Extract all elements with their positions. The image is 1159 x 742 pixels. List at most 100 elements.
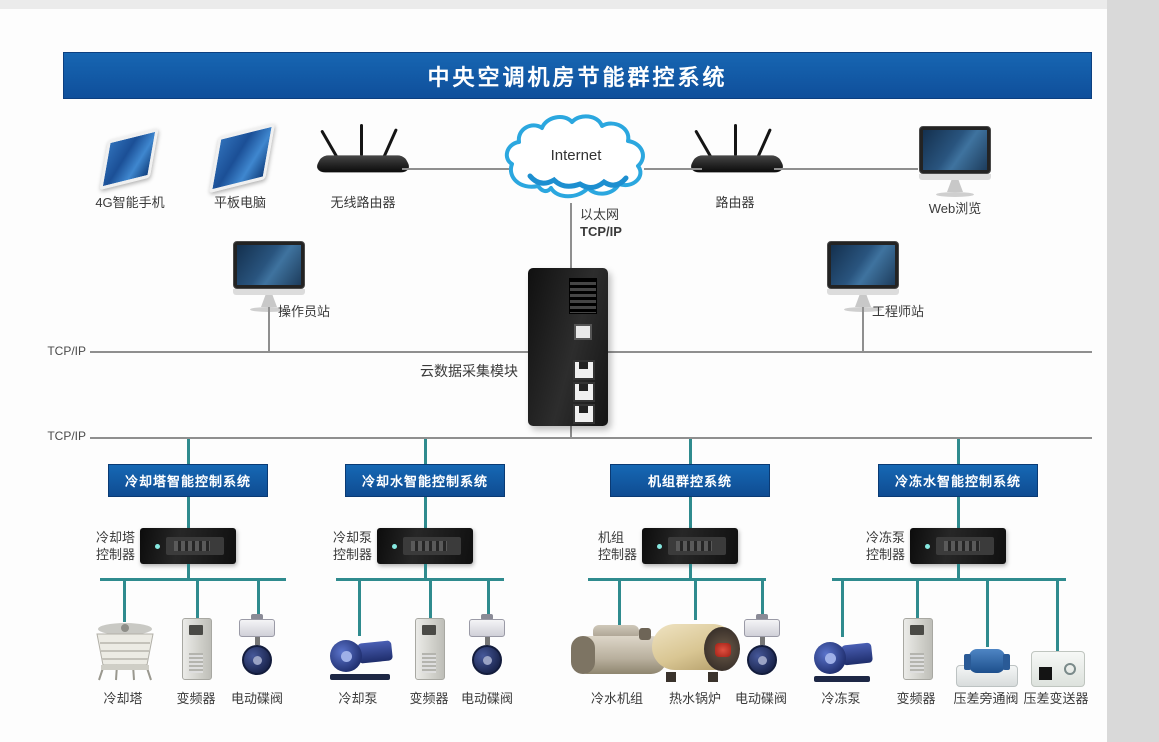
device-label: 电动碟阀	[460, 691, 513, 706]
field-bus	[100, 578, 286, 581]
subsystem2-header: 冷却水智能控制系统	[345, 464, 505, 497]
controller3-line2: 控制器	[598, 547, 638, 562]
device-label: 压差变送器	[1023, 691, 1089, 706]
connector-line	[187, 564, 190, 578]
controller2-line2: 控制器	[333, 547, 373, 562]
connector-line	[689, 497, 692, 528]
connector-line	[694, 581, 697, 620]
connector-line	[761, 581, 764, 617]
device-label: 变频器	[409, 691, 449, 706]
field-bus	[588, 578, 766, 581]
device-label: 冷冻泵	[821, 691, 861, 706]
wireless-router-label: 无线路由器	[330, 195, 396, 210]
wireless-router-icon	[312, 124, 414, 182]
subsystem1-header: 冷却塔智能控制系统	[108, 464, 268, 497]
tcpip-lower-label: TCP/IP	[47, 429, 86, 443]
connector-line	[570, 426, 572, 439]
smartphone-label: 4G智能手机	[95, 195, 165, 210]
connector-line	[402, 168, 514, 170]
connector-line	[689, 439, 692, 464]
cooling-tower-icon	[92, 620, 158, 682]
pump-icon	[812, 636, 873, 682]
operator-station-label: 操作员站	[278, 304, 331, 319]
controller4-icon	[910, 528, 1006, 564]
connector-line	[644, 168, 702, 170]
connector-line	[187, 497, 190, 528]
boiler-icon	[652, 620, 740, 682]
device-label: 冷水机组	[590, 691, 643, 706]
device-label: 变频器	[176, 691, 216, 706]
transmitter-icon	[1031, 651, 1085, 687]
device-label: 压差旁通阀	[953, 691, 1019, 706]
connector-line	[570, 203, 572, 269]
controller2-icon	[377, 528, 473, 564]
butterfly-valve-icon	[467, 614, 507, 684]
device-label: 热水锅炉	[668, 691, 721, 706]
controller1-line1: 冷却塔	[96, 530, 136, 545]
ethernet-label: 以太网 TCP/IP	[580, 206, 622, 240]
connector-line	[774, 168, 918, 170]
controller2-label: 冷却泵控制器	[333, 529, 372, 563]
device-label: 变频器	[896, 691, 936, 706]
engineer-station-label: 工程师站	[872, 304, 925, 319]
connector-line	[257, 581, 260, 617]
controller1-icon	[140, 528, 236, 564]
operator-station-icon	[233, 241, 305, 312]
connector-line	[957, 497, 960, 528]
page-title: 中央空调机房节能群控系统	[63, 52, 1092, 99]
device-label: 冷却塔	[103, 691, 143, 706]
controller4-line2: 控制器	[866, 547, 906, 562]
chiller-icon	[571, 625, 667, 681]
pump-icon	[328, 634, 393, 680]
controller1-line2: 控制器	[96, 547, 136, 562]
controller3-line1: 机组	[598, 530, 625, 545]
connector-line	[424, 497, 427, 528]
vfd-icon	[903, 618, 933, 680]
controller1-label: 冷却塔控制器	[96, 529, 135, 563]
connector-line	[862, 307, 864, 352]
top-edge	[0, 0, 1159, 9]
web-monitor-icon	[919, 126, 991, 197]
connector-line	[957, 439, 960, 464]
vfd-icon	[182, 618, 212, 680]
connector-line	[196, 581, 199, 618]
ethernet-line2: TCP/IP	[580, 224, 622, 239]
controller2-line1: 冷却泵	[333, 530, 373, 545]
tcpip-upper-label: TCP/IP	[47, 344, 86, 358]
connector-line	[487, 581, 490, 617]
connector-line	[424, 439, 427, 464]
connector-line	[689, 564, 692, 578]
controller4-label: 冷冻泵控制器	[866, 529, 905, 563]
right-edge	[1107, 0, 1159, 742]
subsystem4-header: 冷冻水智能控制系统	[878, 464, 1038, 497]
connector-line	[1056, 581, 1059, 651]
vfd-icon	[415, 618, 445, 680]
ethernet-line1: 以太网	[580, 207, 620, 222]
tcpip-lower-bus	[90, 437, 1092, 439]
connector-line	[424, 564, 427, 578]
connector-line	[618, 581, 621, 626]
connector-line	[957, 564, 960, 578]
connector-line	[916, 581, 919, 618]
controller4-line1: 冷冻泵	[866, 530, 906, 545]
router-icon	[686, 124, 788, 182]
gateway-label: 云数据采集模块	[420, 363, 518, 379]
connector-line	[358, 581, 361, 636]
device-label: 电动碟阀	[230, 691, 283, 706]
connector-line	[187, 439, 190, 464]
butterfly-valve-icon	[237, 614, 277, 684]
connector-line	[123, 581, 126, 622]
internet-label: Internet	[551, 147, 603, 164]
subsystem3-header: 机组群控系统	[610, 464, 770, 497]
web-browse-label: Web浏览	[928, 201, 982, 216]
controller3-label: 机组控制器	[598, 529, 637, 563]
cloud-gateway-icon	[528, 268, 608, 426]
controller3-icon	[642, 528, 738, 564]
tablet-label: 平板电脑	[213, 195, 266, 210]
smartphone-icon	[95, 127, 165, 191]
engineer-station-icon	[827, 241, 899, 312]
device-label: 冷却泵	[338, 691, 378, 706]
tablet-icon	[203, 122, 279, 194]
field-bus	[336, 578, 504, 581]
